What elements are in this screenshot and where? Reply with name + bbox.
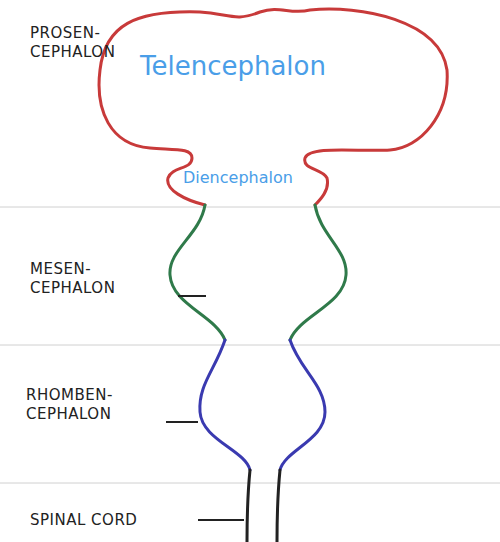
- spinal-cord-outline: [247, 470, 280, 542]
- region-label: PROSEN- CEPHALON: [30, 24, 134, 62]
- section-lines: [0, 207, 500, 483]
- rhombencephalon-outline: [200, 340, 325, 470]
- subregion-label: Telencephalon: [140, 50, 326, 83]
- mesencephalon-outline: [170, 205, 346, 340]
- region-label: MESEN- CEPHALON: [30, 260, 134, 298]
- region-label: RHOMBEN- CEPHALON: [26, 386, 130, 424]
- prosencephalon-outline: [99, 9, 447, 205]
- leader-lines: [106, 43, 244, 520]
- subregion-label: Diencephalon: [183, 168, 293, 188]
- region-label: SPINAL CORD: [30, 511, 137, 530]
